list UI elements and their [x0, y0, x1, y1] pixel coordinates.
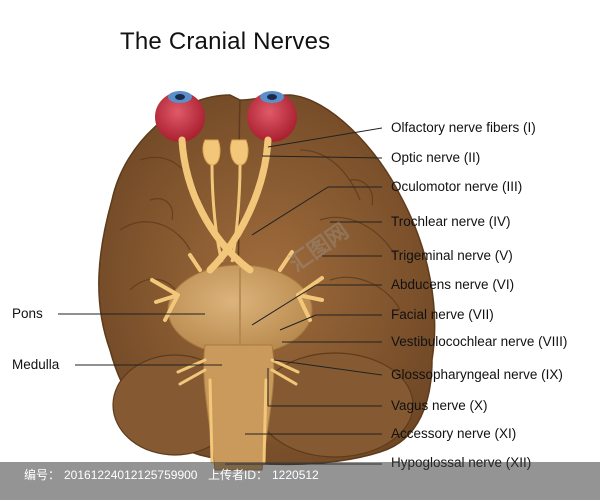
label-optic-nerve: Optic nerve (II) [391, 150, 481, 165]
label-abducens-nerve: Abducens nerve (VI) [391, 277, 515, 292]
right-eye [247, 92, 297, 142]
label-medulla: Medulla [12, 357, 60, 372]
left-eye [155, 92, 205, 142]
optic-nerve-left [178, 136, 254, 274]
label-accessory-nerve: Accessory nerve (XI) [391, 426, 517, 441]
label-glossopharyngeal-nerve: Glossopharyngeal nerve (IX) [391, 367, 563, 382]
footer-bar: 编号： 20161224012125759900 上传者ID： 1220512 [0, 462, 600, 500]
label-vestibulocochlear-nerve: Vestibulocochlear nerve (VIII) [391, 334, 568, 349]
label-vagus-nerve: Vagus nerve (X) [391, 398, 488, 413]
label-olfactory-nerve: Olfactory nerve fibers (I) [391, 120, 536, 135]
label-pons: Pons [12, 306, 43, 321]
footer-uploader-label: 上传者ID： [208, 468, 269, 482]
diagram-title: The Cranial Nerves [120, 28, 331, 55]
footer-code-label: 编号： [24, 468, 61, 482]
label-oculomotor-nerve: Oculomotor nerve (III) [391, 179, 523, 194]
label-facial-nerve: Facial nerve (VII) [391, 307, 494, 322]
footer-uploader-value: 1220512 [272, 468, 319, 482]
olfactory-bulb-right [229, 139, 249, 166]
label-trigeminal-nerve: Trigeminal nerve (V) [391, 248, 513, 263]
olfactory-bulb-left [202, 139, 221, 166]
label-trochlear-nerve: Trochlear nerve (IV) [391, 214, 511, 229]
footer-code-value: 20161224012125759900 [64, 468, 198, 482]
